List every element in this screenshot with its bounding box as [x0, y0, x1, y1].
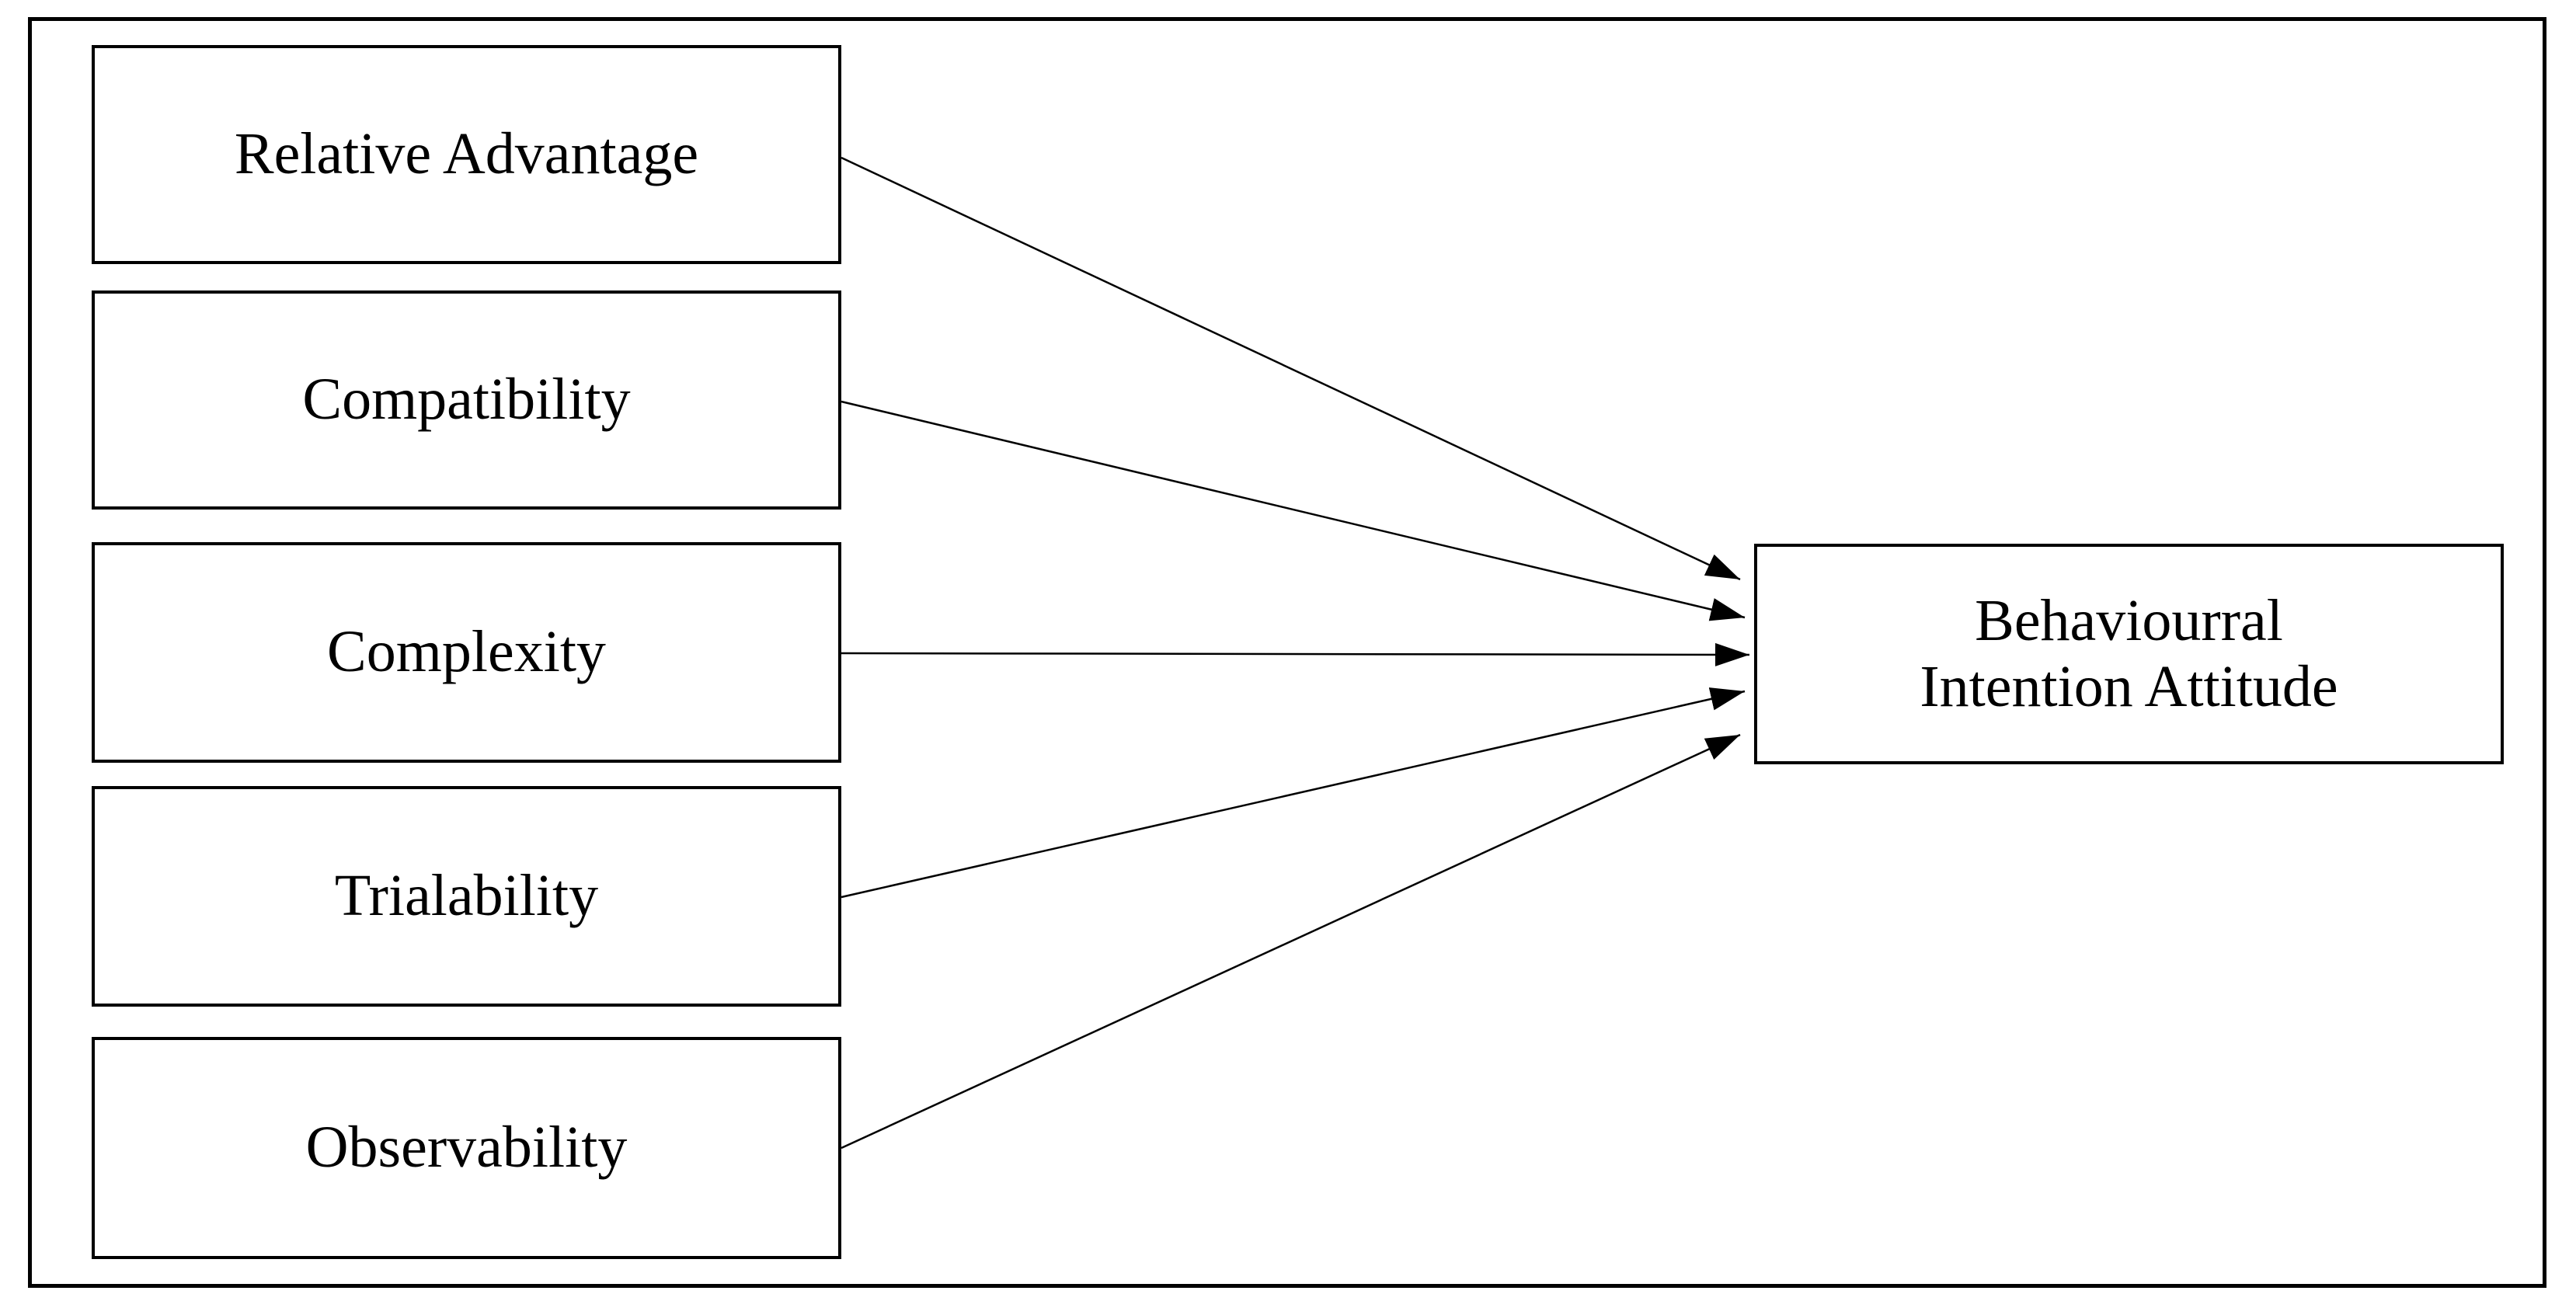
- factor-label: Relative Advantage: [234, 121, 699, 187]
- factor-label: Complexity: [327, 619, 606, 685]
- factor-box-observability: Observability: [92, 1037, 841, 1259]
- factor-label: Compatibility: [302, 367, 631, 433]
- arrow-trialability-to-outcome: [841, 687, 1746, 899]
- diagram-frame: [28, 17, 2546, 1288]
- arrow-relative-advantage-to-outcome: [841, 156, 1741, 581]
- factor-box-compatibility: Compatibility: [92, 290, 841, 510]
- outcome-label: Behaviourral Intention Attitude: [1920, 587, 2338, 719]
- factor-label: Observability: [305, 1115, 628, 1181]
- arrow-observability-to-outcome: [841, 733, 1741, 1150]
- arrow-complexity-to-outcome: [841, 642, 1750, 666]
- outcome-box-behavioural-intention: Behaviourral Intention Attitude: [1754, 544, 2504, 764]
- factor-box-complexity: Complexity: [92, 542, 841, 763]
- factor-box-trialability: Trialability: [92, 786, 841, 1007]
- factor-label: Trialability: [334, 863, 599, 929]
- factor-box-relative-advantage: Relative Advantage: [92, 45, 841, 264]
- arrow-compatibility-to-outcome: [841, 400, 1746, 621]
